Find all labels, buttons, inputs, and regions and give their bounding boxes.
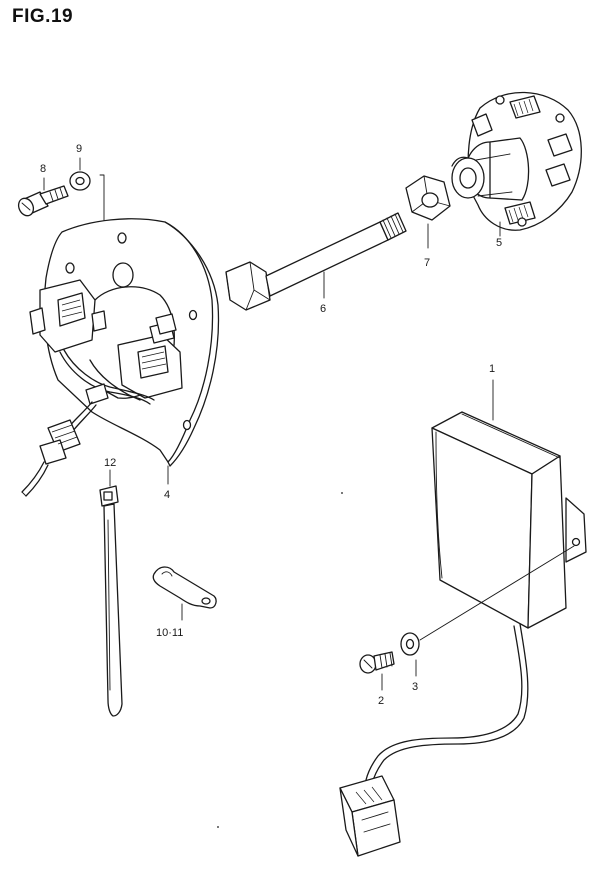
part-1-ignitor-unit [365,411,587,785]
part-10-11-clamp [152,566,217,609]
ignitor-connector [339,775,401,857]
callout-8: 8 [40,163,46,175]
callout-12: 12 [104,457,116,469]
callout-3: 3 [412,681,418,693]
figure-title: FIG.19 [12,6,74,27]
callout-9: 9 [76,143,82,155]
assembly-line-9-4 [99,174,105,239]
callout-1: 1 [489,363,495,375]
callout-6: 6 [320,303,326,315]
part-7-nut [405,175,451,221]
part-4-pickup-plate [21,218,220,497]
assembly-line-3-1 [419,545,575,641]
part-5-advancer-unit [451,91,582,231]
part-3-washer [400,632,420,656]
part-8-screw [17,185,69,217]
part-9-washer [69,171,91,191]
part-6-bolt [225,212,407,311]
callout-10-11: 10·11 [156,627,183,639]
callout-2: 2 [378,695,384,707]
part-2-screw [359,651,395,674]
callout-5: 5 [496,237,502,249]
callout-7: 7 [424,257,430,269]
part-12-cable-tie [99,485,123,717]
callout-4: 4 [164,489,170,501]
